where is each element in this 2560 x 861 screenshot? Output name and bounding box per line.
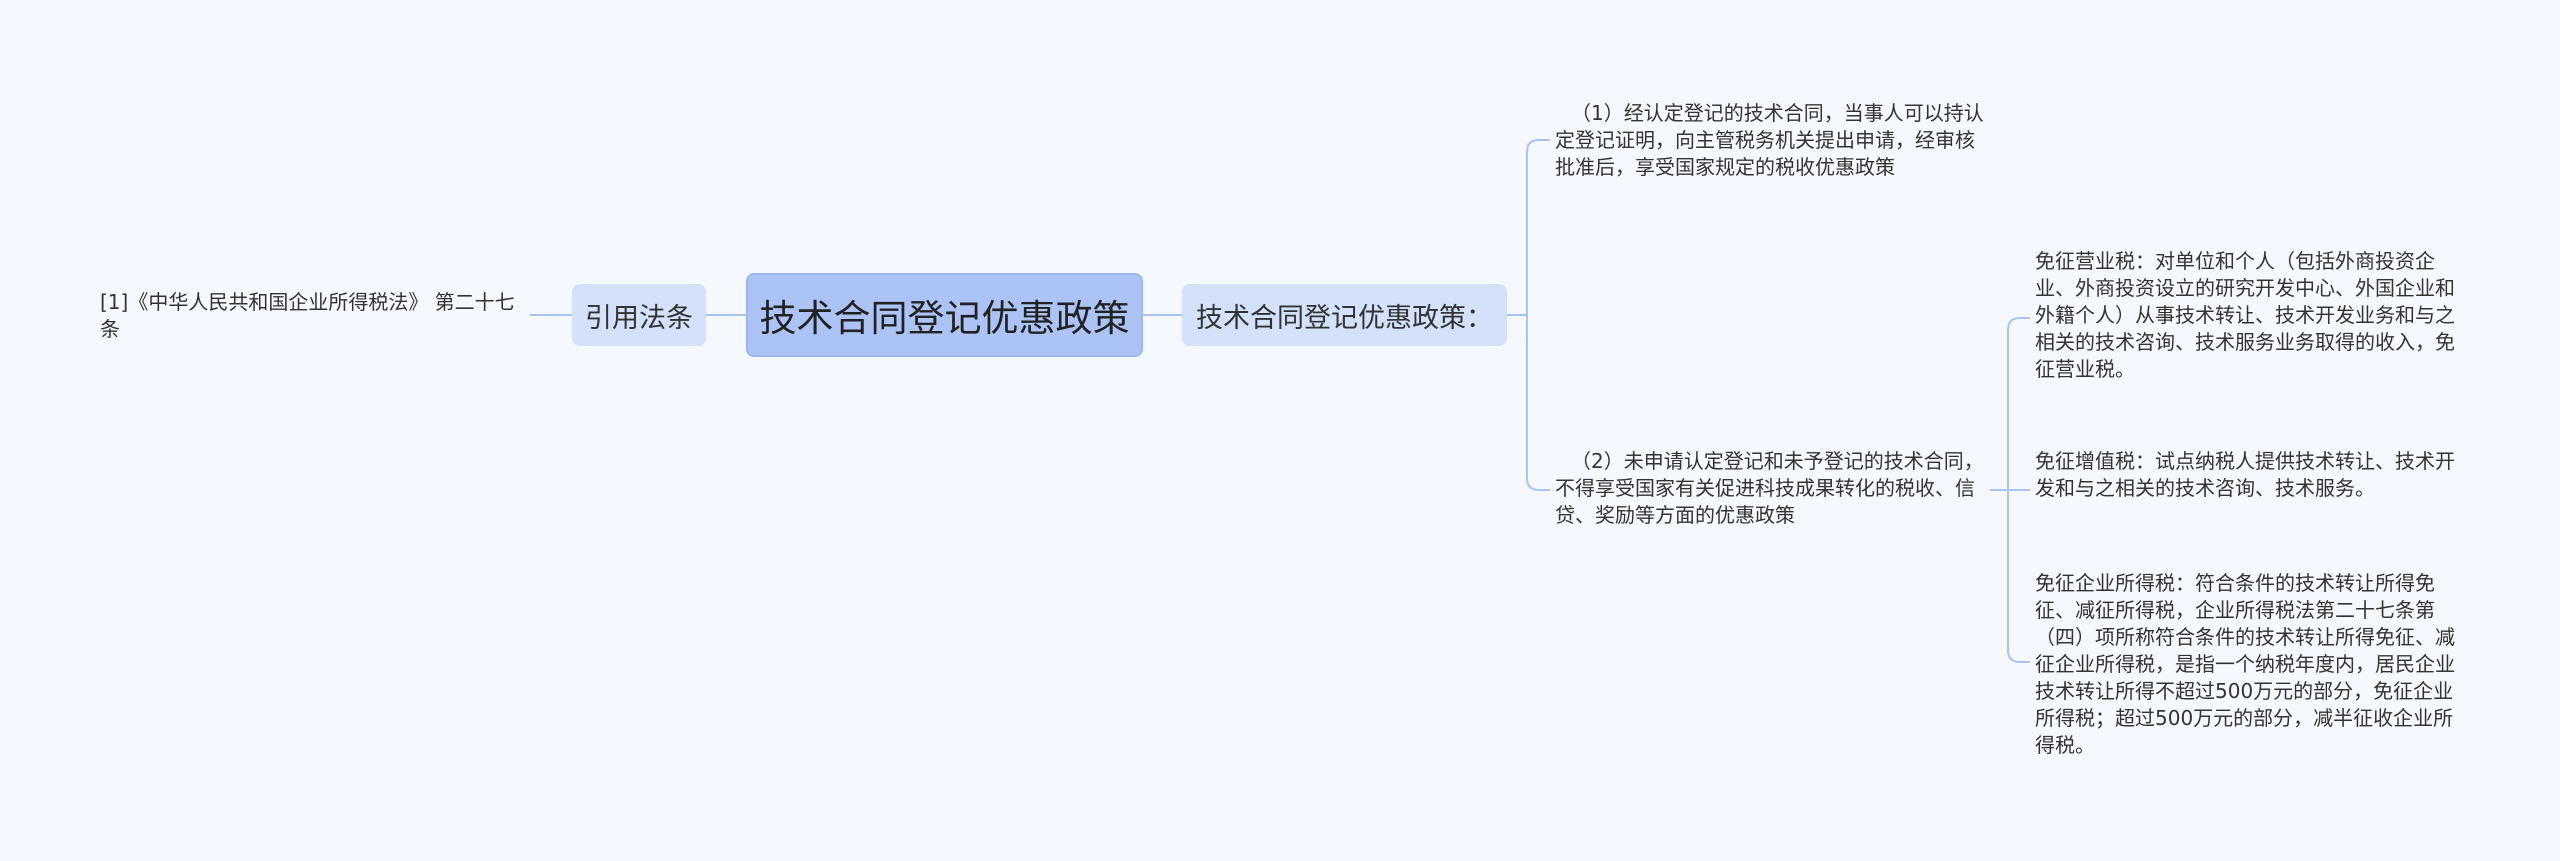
topic-vat-exemption[interactable]: 免征增值税：试点纳税人提供技术转让、技术开发和与之相关的技术咨询、技术服务。 — [2035, 449, 2455, 500]
topic-law-reference[interactable]: [1]《中华人民共和国企业所得税法》 第二十七条 — [100, 290, 515, 341]
topic-cited-laws[interactable]: 引用法条 — [572, 284, 706, 346]
topic-unregistered-contract[interactable]: （2）未申请认定登记和未予登记的技术合同，不得享受国家有关促进科技成果转化的税收… — [1555, 449, 1984, 527]
topic-business-tax-exemption[interactable]: 免征营业税：对单位和个人（包括外商投资企业、外商投资设立的研究开发中心、外国企业… — [2035, 249, 2455, 381]
topic-policy[interactable]: 技术合同登记优惠政策： — [1182, 284, 1507, 346]
topic-registered-contract[interactable]: （1）经认定登记的技术合同，当事人可以持认定登记证明，向主管税务机关提出申请，经… — [1555, 101, 1984, 179]
link-tax-t1 — [2007, 317, 2030, 490]
root-topic[interactable]: 技术合同登记优惠政策 — [746, 273, 1143, 357]
topic-income-tax-exemption[interactable]: 免征企业所得税：符合条件的技术转让所得免征、减征所得税，企业所得税法第二十七条第… — [2035, 571, 2455, 757]
link-main-p1 — [1507, 139, 1550, 316]
link-main-p2 — [1526, 315, 1550, 491]
link-tax-t3 — [2007, 490, 2030, 663]
